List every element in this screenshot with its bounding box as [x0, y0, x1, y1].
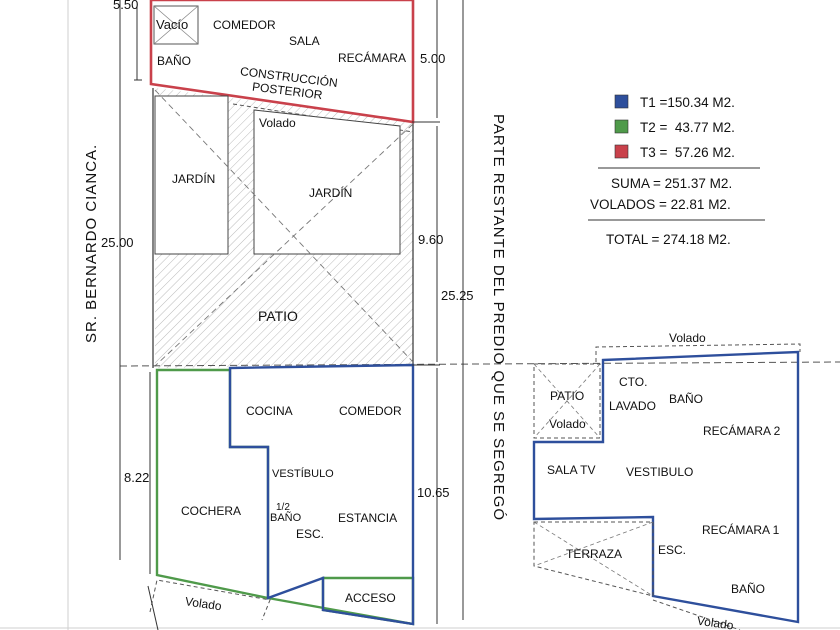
legend-t1-label: T1 =150.34 M2. [640, 95, 735, 110]
legend-swatch-t3 [614, 144, 629, 159]
gf-esc: ESC. [296, 527, 324, 541]
uf-lavado: LAVADO [609, 399, 656, 413]
legend-t2-label: T2 = 43.77 M2. [640, 120, 735, 135]
legend-swatch-t1 [614, 94, 629, 109]
rear-recamara: RECÁMARA [338, 50, 406, 65]
dim-top-width: 5.50 [113, 0, 138, 12]
gf-estancia: ESTANCIA [338, 511, 397, 525]
dim-front-left: 8.22 [124, 470, 149, 485]
legend-total: TOTAL = 274.18 M2. [606, 232, 731, 247]
gf-volado: Volado [184, 594, 223, 613]
front-volado-dashed [149, 579, 271, 621]
section-divider [119, 361, 840, 367]
gf-comedor: COMEDOR [339, 404, 402, 418]
uf-vestibulo: VESTIBULO [626, 465, 693, 479]
legend: T1 =150.34 M2. T2 = 43.77 M2. T3 = 57.26… [588, 94, 765, 247]
legend-suma: SUMA = 251.37 M2. [611, 176, 732, 191]
vacio-box [153, 5, 199, 45]
t1-upper-floor [532, 350, 800, 624]
gf-acceso: ACCESO [345, 591, 396, 605]
gf-vestibulo: VESTÍBULO [272, 467, 334, 480]
dim-right-total: 25.25 [441, 288, 474, 303]
lot-boundary [152, 88, 414, 368]
dim-garden-depth: 9.60 [418, 232, 443, 247]
legend-volados: VOLADOS = 22.81 M2. [590, 197, 731, 212]
uf-cto: CTO. [619, 375, 647, 389]
gf-cocina: COCINA [246, 404, 293, 418]
terraza-box [533, 521, 654, 597]
jardin-left: JARDÍN [172, 171, 215, 186]
uf-terraza: TERRAZA [566, 547, 622, 561]
jardin-right: JARDÍN [309, 185, 352, 200]
uf-recamara1: RECÁMARA 1 [702, 522, 780, 537]
upper-patio-box [533, 363, 601, 439]
legend-t3-label: T3 = 57.26 M2. [640, 145, 735, 160]
uf-patio: PATIO [550, 389, 584, 403]
dim-top-depth: 5.00 [420, 51, 445, 66]
garden-right [253, 109, 401, 255]
uf-esc: ESC. [658, 543, 686, 557]
uf-sala-tv: SALA TV [547, 463, 595, 477]
uf-recamara2: RECÁMARA 2 [703, 423, 781, 438]
uf-bano-top: BAÑO [669, 392, 703, 406]
uf-volado-bottom: Volado [696, 614, 735, 630]
dim-front-right: 10.65 [417, 485, 450, 500]
t1-ground-floor [228, 363, 415, 626]
street-left-label: SR. BERNARDO CIANCA. [83, 144, 100, 343]
rear-sala: SALA [289, 34, 320, 48]
upper-volado-dashed-bottom [652, 599, 741, 630]
upper-volado-dashed-top [595, 343, 801, 362]
street-right-label: PARTE RESTANTE DEL PREDIO QUE SE SEGREGÓ [490, 114, 507, 521]
rear-comedor: COMEDOR [213, 18, 276, 32]
uf-bano-bottom: BAÑO [731, 582, 765, 596]
rear-vacio: Vacío [156, 17, 188, 32]
uf-volado-patio: Volado [549, 417, 586, 431]
legend-swatch-t2 [614, 119, 629, 134]
yard-diagonals [154, 89, 414, 367]
dim-left-total: 25.00 [101, 235, 134, 250]
uf-volado-top: Volado [669, 331, 706, 345]
gf-medio-bano-2: BAÑO [270, 511, 302, 524]
rear-bano: BAÑO [157, 54, 191, 68]
patio-label: PATIO [258, 308, 298, 324]
dimension-lines [119, 0, 464, 630]
gf-cochera: COCHERA [181, 504, 241, 518]
gf-medio-bano-1: 1/2 [276, 502, 290, 513]
garden-left [154, 95, 229, 255]
middle-volado: Volado [259, 116, 296, 130]
